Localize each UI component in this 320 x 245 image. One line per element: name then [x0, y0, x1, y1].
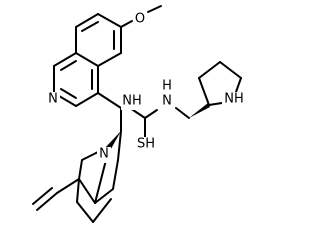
bond	[94, 159, 107, 204]
quinuclidine-nitrogen-label: N	[99, 147, 109, 162]
bond	[147, 5, 162, 13]
bond	[198, 61, 221, 79]
bond	[76, 178, 80, 203]
bond	[97, 13, 122, 28]
bond	[144, 109, 158, 119]
bond	[92, 198, 112, 223]
bond	[53, 52, 77, 67]
bond	[97, 92, 122, 109]
bond	[81, 21, 99, 32]
bond	[235, 77, 242, 93]
bond	[117, 130, 122, 161]
pyrrolidine-bonds	[189, 61, 242, 118]
vinyl-bonds	[32, 178, 80, 211]
bond	[60, 88, 77, 99]
bond	[112, 159, 119, 190]
atom-labels: O N NH N H SH NH N	[46, 12, 246, 163]
bond	[78, 159, 83, 180]
bond	[208, 102, 223, 106]
bond	[56, 178, 80, 194]
bond	[36, 192, 58, 211]
bond	[219, 61, 242, 79]
methoxy-oxygen-label: O	[135, 12, 145, 27]
bond	[78, 178, 96, 204]
bond	[198, 77, 210, 106]
bond	[175, 107, 190, 119]
pyrrolidine-nh-label: NH	[224, 92, 244, 107]
structure-diagram: O N NH N H SH NH N	[32, 5, 246, 223]
molecule-drawing: O N NH N H SH NH N	[32, 5, 246, 223]
wedge-bond	[189, 103, 210, 118]
quinoline-nitrogen-label: N	[48, 92, 58, 107]
bond	[76, 201, 94, 223]
quinoline-bonds	[53, 5, 162, 107]
bond	[75, 52, 99, 67]
thiourea-bonds	[129, 107, 190, 138]
thione-sulfur-label: SH	[137, 137, 155, 152]
thiourea-nh-left-label: NH	[122, 94, 142, 109]
bond	[75, 92, 99, 107]
bond	[97, 52, 122, 67]
bond	[75, 13, 99, 28]
thiourea-nh-right-hydrogen-label: H	[162, 79, 172, 94]
bond	[81, 151, 99, 161]
bond	[32, 187, 53, 205]
bond	[94, 188, 114, 204]
bond	[60, 60, 77, 71]
bond	[120, 20, 133, 28]
quinuclidine-bonds	[76, 130, 122, 223]
thiourea-nh-right-label: N	[162, 94, 172, 109]
